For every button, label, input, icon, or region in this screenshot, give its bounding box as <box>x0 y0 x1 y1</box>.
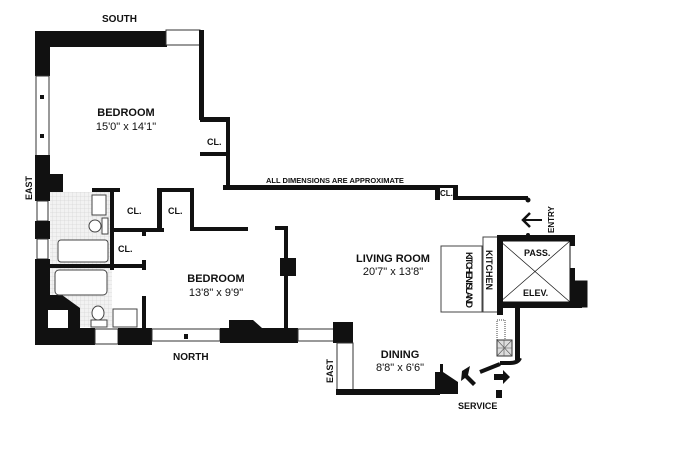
service-arrow-out-icon <box>494 370 510 384</box>
closet-label: CL. <box>168 206 183 216</box>
kitchen-label: KITCHEN <box>484 250 494 290</box>
dining-dims: 8'8" x 6'6" <box>376 362 424 374</box>
service-label: SERVICE <box>458 401 497 411</box>
elevator-pass-label: PASS. <box>524 248 550 258</box>
compass-east-upper: EAST <box>24 175 34 200</box>
dining-name: DINING <box>381 349 420 361</box>
elevator-elev-label: ELEV. <box>523 288 548 298</box>
bedroom2-dims: 13'8" x 9'9" <box>189 287 243 299</box>
closet-label: CL. <box>440 189 453 198</box>
entry-label: ENTRY <box>547 206 556 233</box>
living-room-dims: 20'7" x 13'8" <box>363 266 423 278</box>
closet-label: CL. <box>207 137 222 147</box>
kitchen-island <box>440 245 483 313</box>
compass-east-lower: EAST <box>325 358 335 383</box>
walls <box>35 29 588 398</box>
closet-label: CL. <box>127 206 142 216</box>
compass-north: NORTH <box>173 352 209 363</box>
living-room-name: LIVING ROOM <box>356 253 430 265</box>
bedroom1-dims: 15'0" x 14'1" <box>96 121 156 133</box>
island-label: KITCHEN ISLAND <box>464 252 474 309</box>
bedroom1-name: BEDROOM <box>97 107 154 119</box>
entry-arrow-icon <box>521 212 542 228</box>
closet-label: CL. <box>118 244 133 254</box>
dimensions-note: ALL DIMENSIONS ARE APPROXIMATE <box>266 176 404 185</box>
service-arrow-in-icon <box>461 366 476 386</box>
compass-south: SOUTH <box>102 14 137 25</box>
bath-fixtures <box>54 194 138 328</box>
bedroom2-name: BEDROOM <box>187 273 244 285</box>
